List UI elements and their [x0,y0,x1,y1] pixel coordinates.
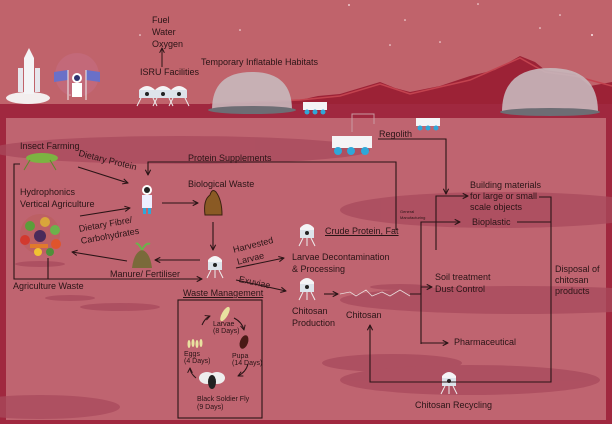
arrow-regolith [378,138,446,194]
node-hydroponics-1: Hydrophonics [20,187,76,197]
isru-output-oxygen: Oxygen [152,39,184,49]
arrow-soil-treatment [410,287,432,295]
arrow-to-vegetables [72,252,128,262]
lifecycle-eggs-duration: (4 Days) [184,358,211,365]
node-agriculture-waste: Agriculture Waste [13,281,84,291]
isru-facilities-label: ISRU Facilities [140,67,200,77]
node-chitosan-production-1: Chitosan [292,306,328,316]
isru-module-icons [136,86,190,107]
edge-protein-supplements: Protein Supplements [188,153,272,163]
arrow-protein-supplements [148,161,397,230]
node-chitosan-recycling: Chitosan Recycling [415,400,493,410]
node-building-materials-3: scale objects [470,202,523,212]
node-disposal-3: products [555,286,590,296]
pupa-icon [239,335,249,349]
fertiliser-icon [132,242,152,268]
node-waste-management: Waste Management [183,288,264,298]
lifecycle-larvae-duration: (8 Days) [213,328,240,335]
node-pharmaceutical: Pharmaceutical [454,337,517,347]
dome-habitat-icon [208,72,296,114]
node-bioplastic: Bioplastic [472,217,511,227]
node-insect-farming: Insect Farming [20,141,80,151]
node-soil-treatment-1: Soil treatment [435,272,491,282]
arrow-bioplastic [420,222,460,344]
lifecycle-pupa: Pupa [232,353,249,360]
arrow-dietary-fibre [79,208,130,217]
node-soil-treatment-2: Dust Control [435,284,486,294]
astronaut-icon [142,185,152,214]
node-regolith: Regolith [379,129,413,139]
astronaut-flag-icon [54,53,100,100]
node-chitosan: Chitosan [346,310,382,320]
dome-habitat-icon-2 [500,68,600,116]
node-building-materials-1: Building materials [470,180,542,190]
waste-management-module-icon [206,256,224,279]
chitosan-production-module-icon [298,278,316,301]
vegetables-icon [20,214,61,256]
grasshopper-icon [23,153,58,171]
larvae-icon [220,306,230,322]
node-building-materials-2: for large or small [470,191,538,201]
rover-icon [303,102,440,155]
lifecycle-fly: Black Soldier Fly [197,396,250,403]
lifecycle-eggs: Eggs [184,351,200,358]
lifecycle-pupa-duration: (14 Days) [232,360,263,367]
node-general-manufacturing-2: Manufacturing [400,215,426,220]
arrow-harvested-larvae [235,258,284,269]
larvae-processing-module-icon [298,224,316,247]
terrain-shadows [0,136,612,419]
node-disposal-1: Disposal of [555,264,600,274]
node-manure: Manure/ Fertiliser [110,269,181,279]
stars [69,3,593,96]
arrow-chitosan-recycling [370,196,552,383]
node-biological-waste: Biological Waste [188,179,255,189]
node-hydroponics-2: Vertical Agriculture [20,199,95,209]
node-larvae-processing-2: & Processing [292,264,346,274]
lifecycle-fly-duration: (9 Days) [197,404,224,411]
rocket-icon [6,48,50,104]
arrow-agriculture-waste [13,163,202,279]
arrow-building-materials [435,196,468,250]
chitosan-molecule-icon [339,289,411,297]
black-soldier-fly-icon [199,372,225,389]
node-general-manufacturing-1: General [400,209,415,214]
isru-output-water: Water [152,27,176,37]
biological-waste-icon [204,190,223,216]
node-disposal-2: chitosan [555,275,589,285]
arrow-exuviae [235,279,286,291]
node-chitosan-production-2: Production [292,318,336,328]
flow-lines [13,138,552,419]
eggs-icon [187,339,203,348]
habitats-label: Temporary Inflatable Habitats [201,57,319,67]
lifecycle-box [177,299,263,419]
lifecycle-graphics [187,306,249,389]
arrow-dietary-protein [77,166,128,183]
node-crude-protein: Crude Protein, Fat [325,226,399,236]
isru-output-fuel: Fuel [152,15,170,25]
lifecycle-larvae: Larvae [213,321,235,328]
node-larvae-processing-1: Larvae Decontamination [292,252,390,262]
